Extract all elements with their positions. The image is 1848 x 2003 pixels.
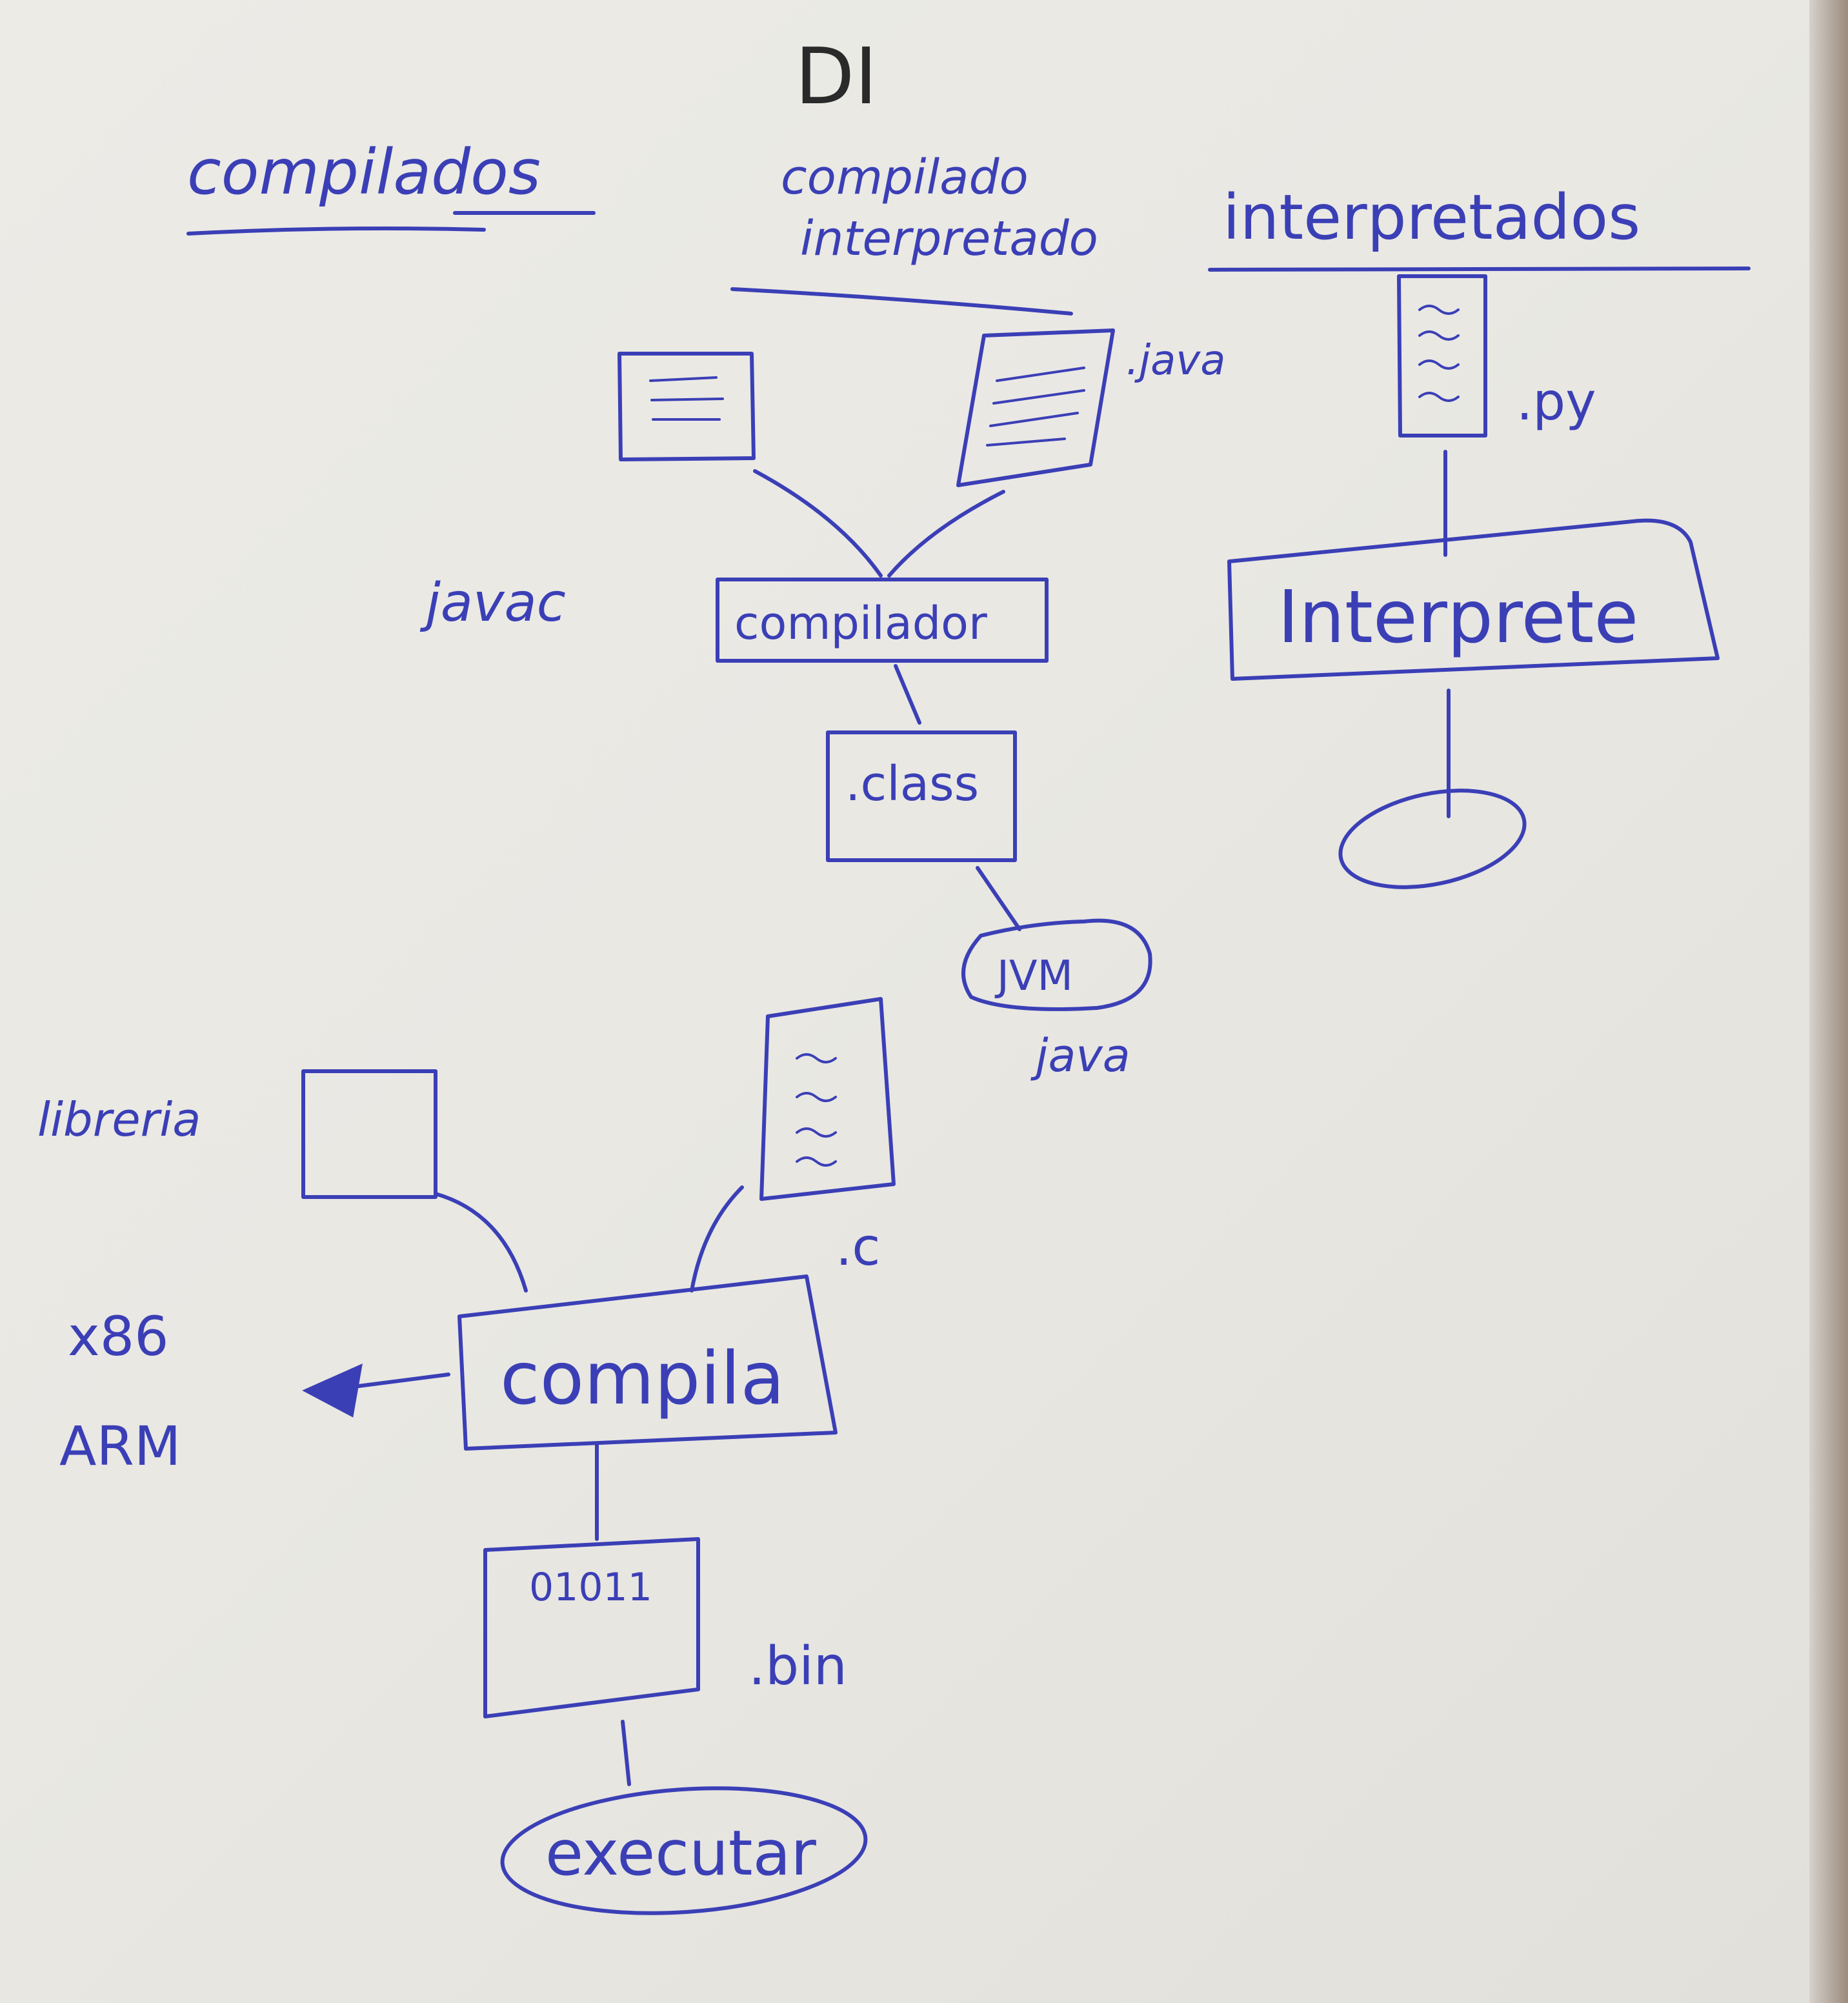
run-label: executar — [545, 1817, 816, 1889]
compile-label: compila — [500, 1337, 785, 1421]
py-file-icon — [1397, 274, 1487, 438]
heading-compilado: compilado — [781, 150, 1029, 205]
target-x86-label: x86 — [68, 1305, 169, 1368]
library-label: libreria — [37, 1092, 201, 1147]
run-node — [500, 1786, 868, 1915]
output-node — [1338, 789, 1527, 889]
edge-java-to-compiler — [887, 490, 1005, 578]
underline-compilado-interpretado — [730, 287, 1073, 316]
arrow-head-icon — [302, 1363, 363, 1418]
binary-contents: 01011 — [529, 1565, 652, 1610]
bin-extension-label: .bin — [748, 1636, 847, 1697]
jvm-label: JVM — [994, 952, 1073, 1000]
compiler-box — [716, 578, 1049, 663]
edge-compiler-to-class — [894, 664, 921, 725]
java-file-icon — [956, 328, 1115, 487]
c-file-icon — [759, 997, 896, 1201]
jvm-node — [961, 918, 1152, 1011]
underline-interpretados — [1208, 267, 1751, 272]
library-box — [301, 1069, 437, 1199]
source-file-icon — [618, 352, 756, 461]
compile-box — [457, 1274, 838, 1451]
diagram-title: DI — [795, 32, 878, 122]
heading-interpretado: interpretado — [800, 211, 1098, 267]
edge-source-to-compiler — [753, 469, 883, 578]
javac-label: javac — [419, 572, 566, 634]
c-extension-label: .c — [836, 1217, 880, 1277]
compiler-label: compilador — [734, 597, 987, 650]
heading-compilados: compilados — [187, 136, 541, 208]
class-file-box — [826, 730, 1017, 862]
underline-compilados — [186, 226, 486, 236]
edge-binary-to-run — [621, 1720, 631, 1786]
py-extension-label: .py — [1516, 372, 1596, 432]
interpreter-box — [1227, 518, 1720, 681]
interpreter-label: Interprete — [1278, 576, 1638, 659]
edge-compile-to-targets — [346, 1373, 450, 1389]
heading-interpretados: interpretados — [1223, 181, 1640, 254]
edge-class-to-jvm — [976, 866, 1021, 931]
class-file-label: .class — [845, 756, 979, 812]
target-arm-label: ARM — [59, 1414, 181, 1478]
edge-library-to-compile — [434, 1192, 528, 1293]
edge-c-to-compile — [690, 1185, 744, 1293]
binary-box — [483, 1537, 700, 1718]
jvm-caption: java — [1030, 1029, 1130, 1082]
java-extension-label: .java — [1126, 337, 1225, 385]
page-edge — [1809, 0, 1848, 2003]
